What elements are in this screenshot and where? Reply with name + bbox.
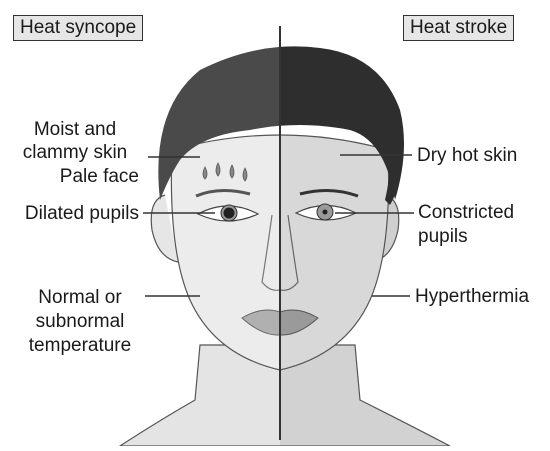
label-dry-skin: Dry hot skin xyxy=(417,144,517,167)
label-temp-line1: Normal or xyxy=(15,286,145,309)
heat-syncope-header: Heat syncope xyxy=(13,15,143,41)
label-moist-skin: Moist and clammy skin xyxy=(5,118,145,164)
label-constricted-line1: Constricted xyxy=(418,201,514,224)
heat-stroke-header: Heat stroke xyxy=(403,15,514,41)
label-temp-line3: temperature xyxy=(15,334,145,357)
label-dilated-pupils: Dilated pupils xyxy=(5,202,139,225)
label-temp-line2: subnormal xyxy=(15,310,145,333)
label-constricted-line2: pupils xyxy=(418,225,468,248)
label-hyperthermia: Hyperthermia xyxy=(415,285,529,308)
label-pale-face: Pale face xyxy=(5,165,139,188)
